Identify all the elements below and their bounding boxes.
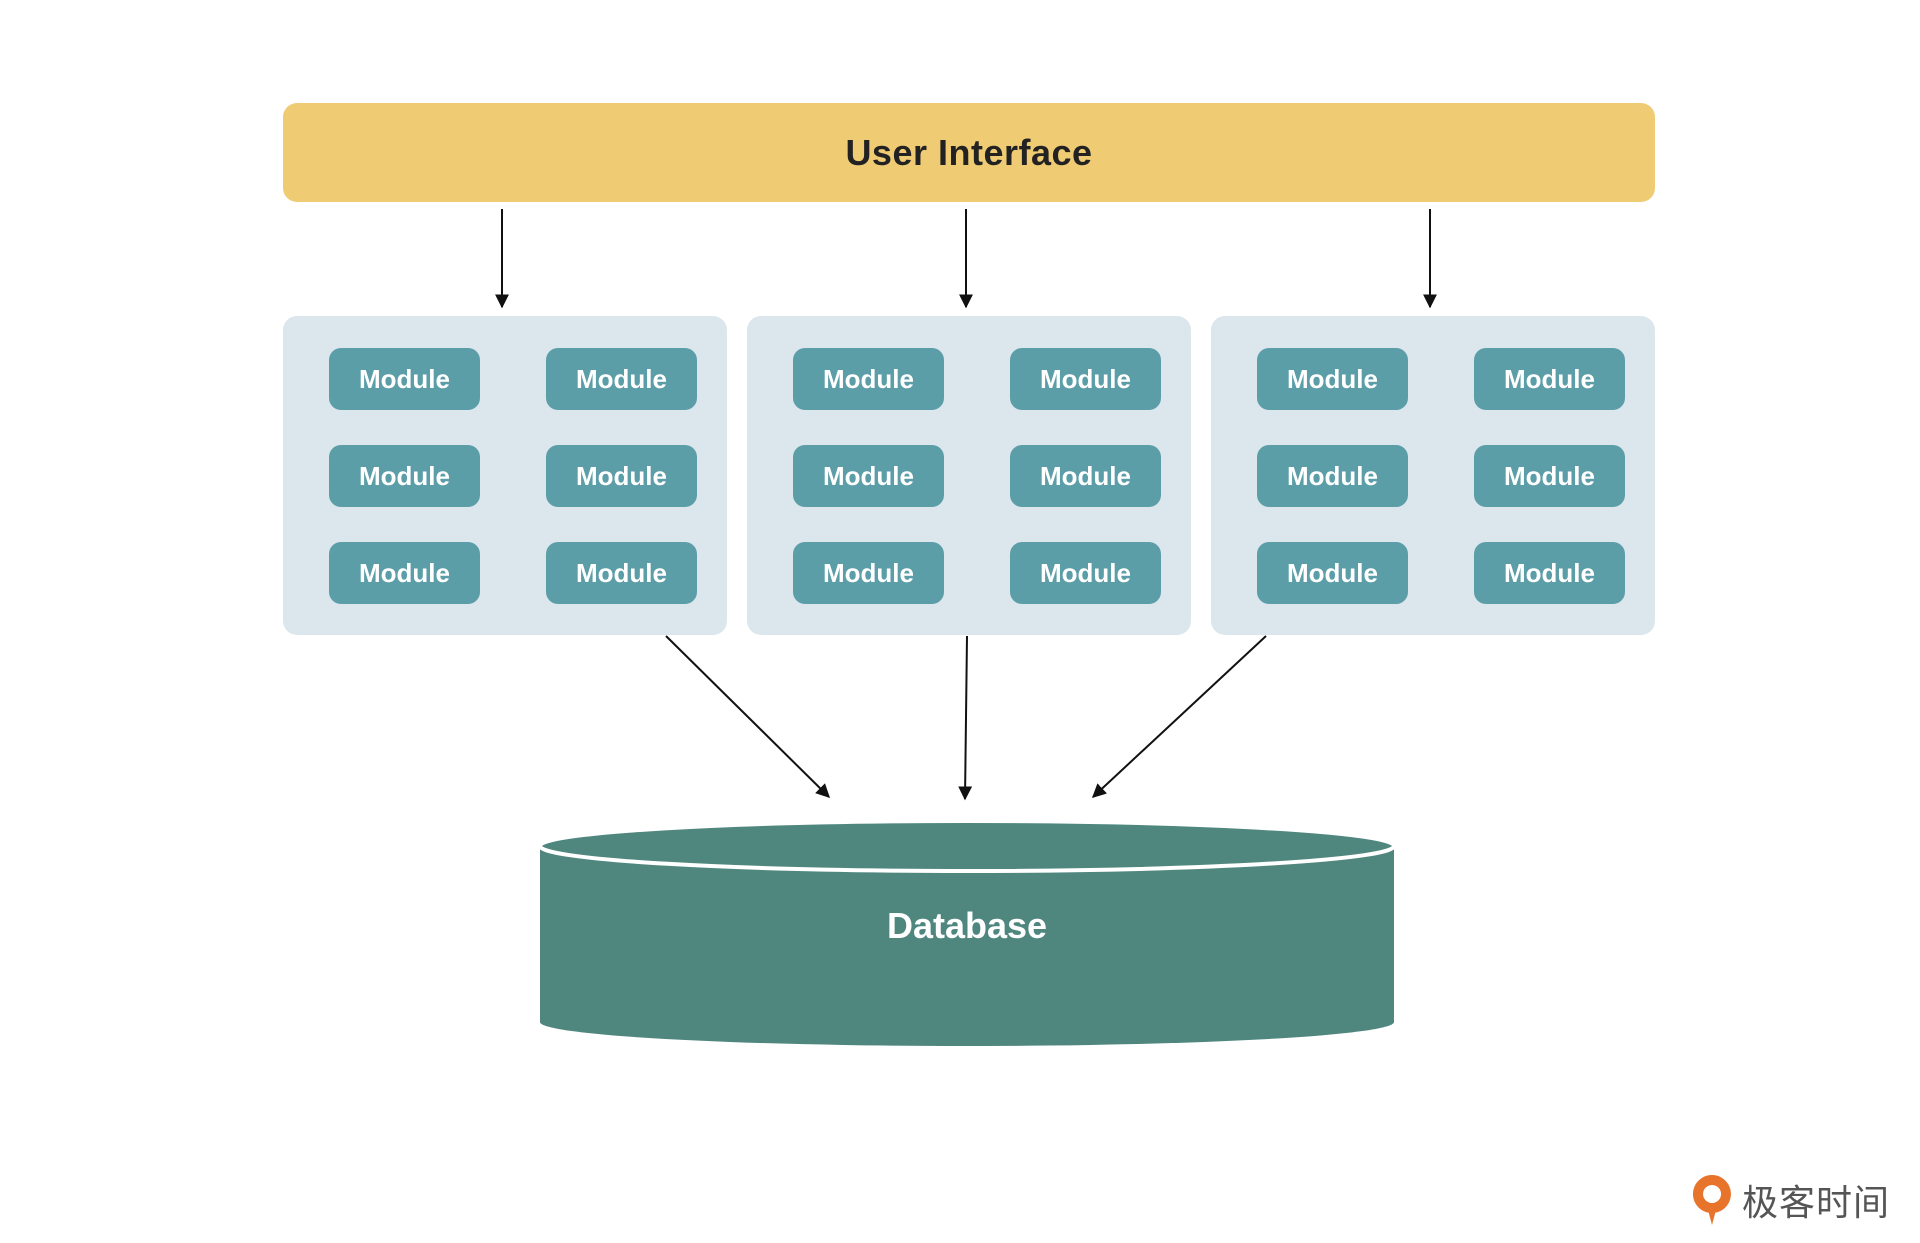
module-group-2: Module Module Module Module Module Modul… <box>747 316 1191 635</box>
arrow-group-3-to-database <box>1091 635 1267 798</box>
module-box: Module <box>546 445 697 507</box>
module-box: Module <box>1257 445 1408 507</box>
database-top <box>538 819 1396 873</box>
module-box: Module <box>1257 542 1408 604</box>
module-box: Module <box>329 445 480 507</box>
module-box: Module <box>329 542 480 604</box>
user-interface-label: User Interface <box>845 131 1093 173</box>
module-box: Module <box>793 348 944 410</box>
module-box: Module <box>1010 542 1161 604</box>
module-box: Module <box>793 542 944 604</box>
user-interface-layer: User Interface <box>283 103 1655 202</box>
module-box: Module <box>1474 542 1625 604</box>
geektime-logo-text: 极客时间 <box>1742 1183 1891 1224</box>
database-body <box>540 848 1394 1046</box>
module-box: Module <box>1474 445 1625 507</box>
geektime-logo: 极客时间 <box>1690 1172 1890 1228</box>
module-box: Module <box>1474 348 1625 410</box>
module-box: Module <box>793 445 944 507</box>
module-box: Module <box>546 542 697 604</box>
module-box: Module <box>1010 348 1161 410</box>
module-box: Module <box>546 348 697 410</box>
module-group-3: Module Module Module Module Module Modul… <box>1211 316 1655 635</box>
geektime-logo-icon <box>1692 1175 1731 1225</box>
module-box: Module <box>329 348 480 410</box>
module-box: Module <box>1010 445 1161 507</box>
module-group-1: Module Module Module Module Module Modul… <box>283 316 727 635</box>
database-label: Database <box>886 905 1048 946</box>
arrow-group-1-to-database <box>665 635 830 798</box>
module-box: Module <box>1257 348 1408 410</box>
arrow-group-2-to-database <box>958 635 973 801</box>
